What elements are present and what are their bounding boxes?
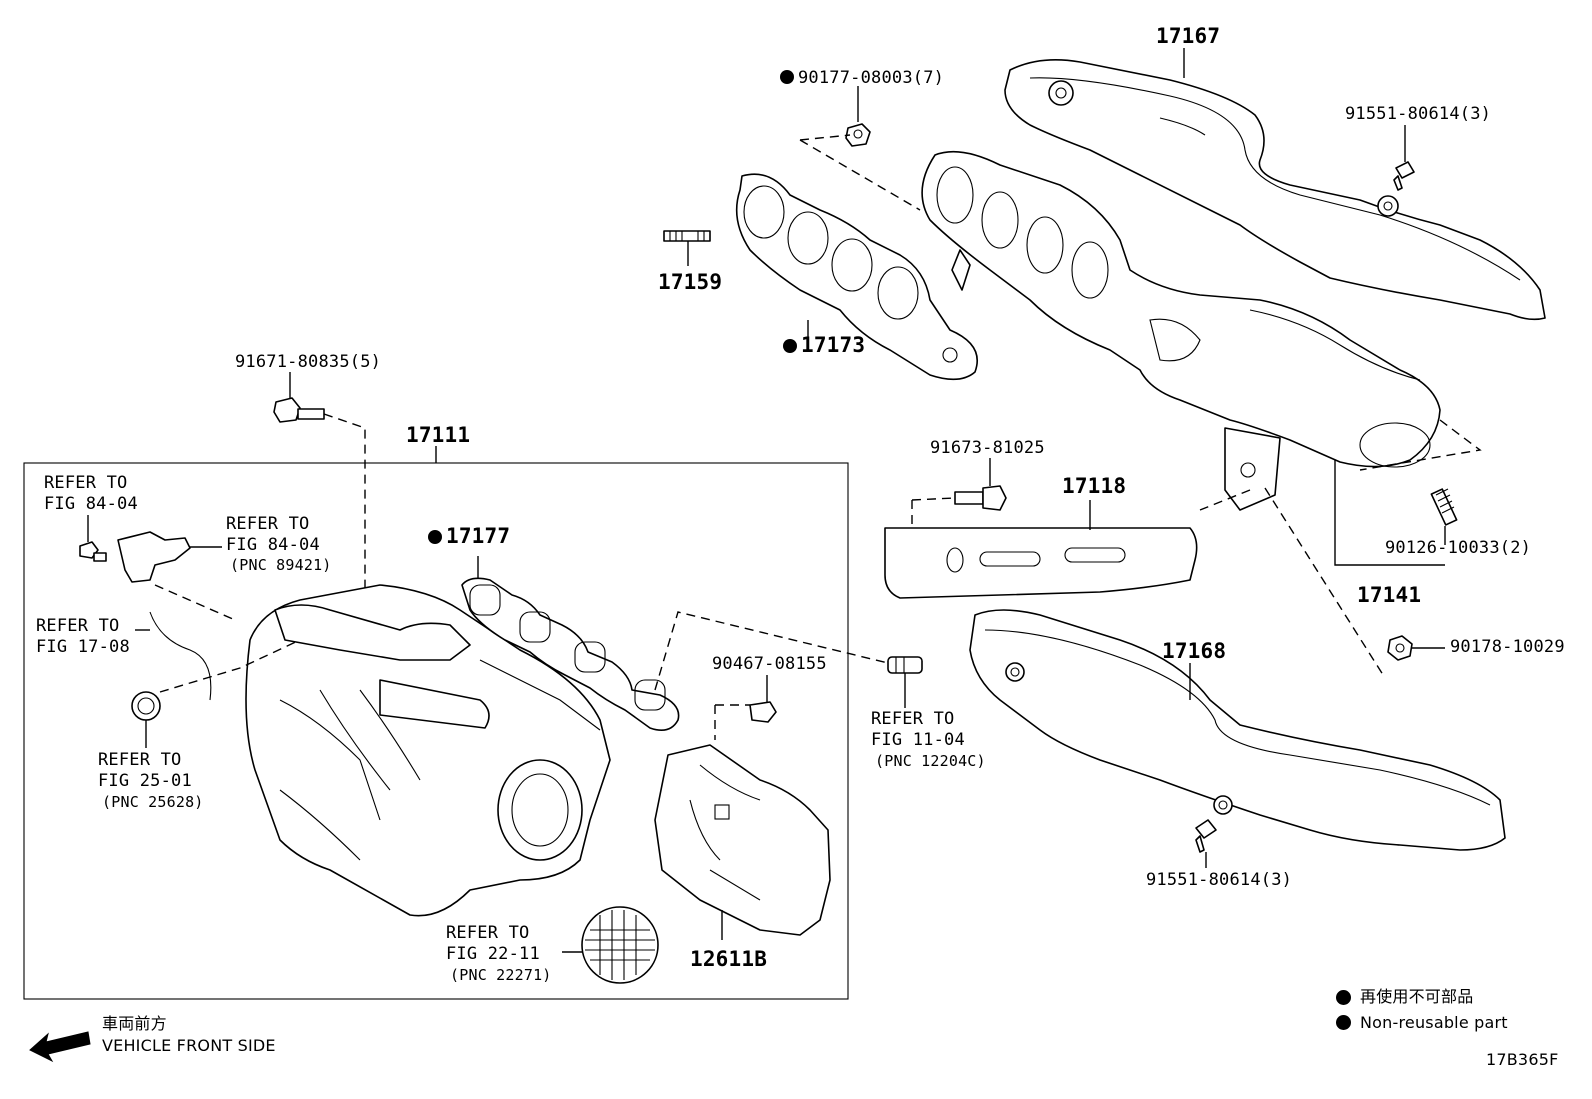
heat-insulator-17168	[969, 609, 1506, 851]
refer-84-left-line1: REFER TO	[44, 473, 128, 493]
non-reusable-marker	[428, 530, 442, 544]
bolt-91671	[273, 397, 325, 423]
refer-11-line2: FIG 11-04	[871, 730, 965, 750]
stud-17159	[663, 230, 711, 242]
refer-17-line1: REFER TO	[36, 616, 120, 636]
label-17159: 17159	[658, 270, 723, 294]
nut-90177	[845, 123, 871, 147]
non-reusable-marker	[780, 70, 794, 84]
hose-refer-17	[149, 611, 212, 701]
label-90178: 90178-10029	[1450, 637, 1565, 657]
filter-refer-22	[581, 906, 659, 984]
legend-dot-en	[1336, 1015, 1351, 1030]
label-17173: 17173	[783, 333, 865, 357]
bracket-17118	[884, 527, 1198, 599]
label-91551-top: 91551-80614(3)	[1345, 104, 1492, 124]
label-90177: 90177-08003(7)	[780, 68, 944, 88]
figure-id: 17B365F	[1486, 1050, 1559, 1069]
bolt-91551-top	[1393, 161, 1415, 191]
refer-84-left-line2: FIG 84-04	[44, 494, 138, 514]
label-17118: 17118	[1062, 474, 1127, 498]
label-91551-bottom: 91551-80614(3)	[1146, 870, 1293, 890]
insert-refer-11	[887, 656, 923, 674]
refer-22-line3: (PNC 22271)	[450, 966, 552, 984]
refer-25-line2: FIG 25-01	[98, 771, 192, 791]
engine-cover-12611B	[654, 744, 831, 936]
label-17111: 17111	[406, 423, 471, 447]
refer-84-right-line1: REFER TO	[226, 514, 310, 534]
vehicle-front-arrow	[29, 1031, 91, 1063]
refer-11-line1: REFER TO	[871, 709, 955, 729]
intake-gasket-17177	[461, 577, 680, 731]
legend-jp: 再使用不可部品	[1360, 987, 1474, 1006]
refer-25-line1: REFER TO	[98, 750, 182, 770]
intake-manifold	[245, 584, 611, 917]
refer-17-line2: FIG 17-08	[36, 637, 130, 657]
clip-refer-25	[131, 691, 161, 721]
label-17177: 17177	[428, 524, 510, 548]
heat-insulator-17167	[1004, 58, 1546, 321]
direction-jp: 車両前方	[102, 1014, 167, 1033]
refer-25-line3: (PNC 25628)	[102, 793, 204, 811]
label-91671: 91671-80835(5)	[235, 352, 382, 372]
exhaust-gasket-17173	[735, 173, 978, 381]
bolt-91673	[954, 485, 1007, 511]
label-17141: 17141	[1357, 583, 1422, 607]
label-17167: 17167	[1156, 24, 1221, 48]
refer-22-line1: REFER TO	[446, 923, 530, 943]
plug-90467	[749, 701, 777, 723]
bolt-refer-84	[79, 541, 107, 562]
label-17177-text: 17177	[446, 524, 511, 548]
label-12611B: 12611B	[690, 947, 768, 971]
non-reusable-marker	[783, 339, 797, 353]
label-91673: 91673-81025	[930, 438, 1045, 458]
legend-dot-jp	[1336, 990, 1351, 1005]
label-90126: 90126-10033(2)	[1385, 538, 1532, 558]
vacuum-sensor	[117, 531, 191, 583]
stud-90126	[1430, 488, 1458, 526]
direction-en: VEHICLE FRONT SIDE	[102, 1036, 276, 1055]
nut-90178	[1387, 635, 1413, 661]
label-17173-text: 17173	[801, 333, 866, 357]
refer-22-line2: FIG 22-11	[446, 944, 540, 964]
label-17168: 17168	[1162, 639, 1227, 663]
bolt-91551-bottom	[1195, 819, 1217, 853]
legend-en: Non-reusable part	[1360, 1013, 1508, 1032]
label-90467: 90467-08155	[712, 654, 827, 674]
refer-84-right-line2: FIG 84-04	[226, 535, 320, 555]
refer-84-right-line3: (PNC 89421)	[230, 556, 332, 574]
label-90177-text: 90177-08003(7)	[798, 68, 945, 88]
refer-11-line3: (PNC 12204C)	[875, 752, 986, 770]
